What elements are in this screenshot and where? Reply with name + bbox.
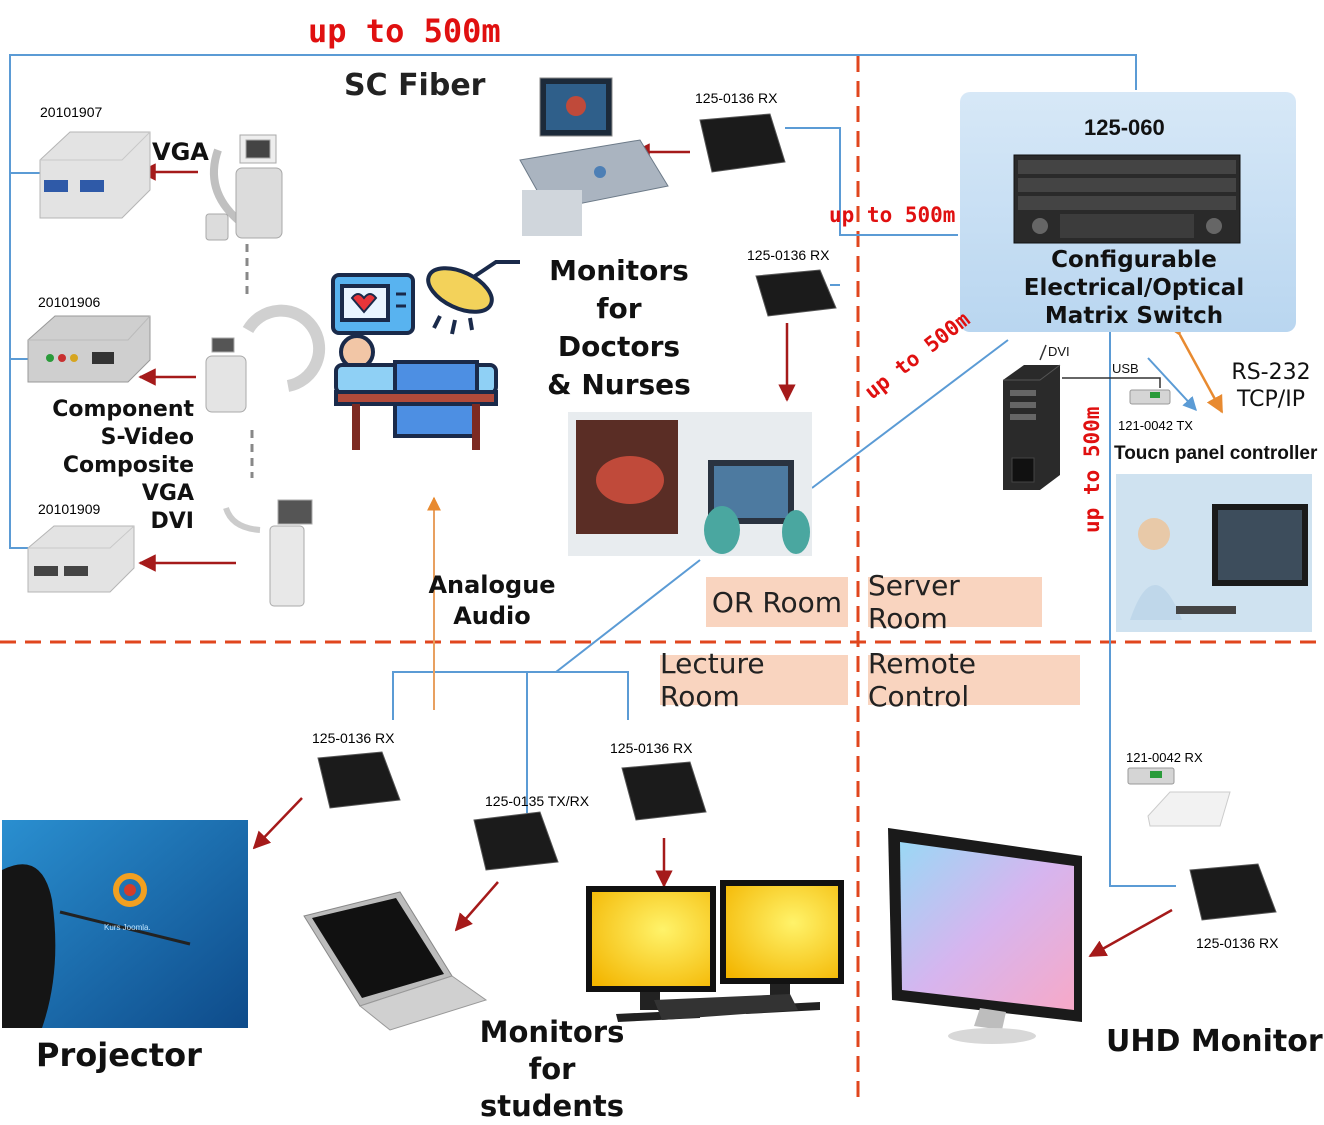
- c-arm-icon: [205, 134, 283, 241]
- usb-extender-rx: [1127, 767, 1175, 785]
- switch-name-label: Configurable Electrical/Optical Matrix S…: [1023, 247, 1245, 329]
- or-monitors-label: Monitors for Doctors & Nurses: [547, 254, 691, 401]
- matrix-switch-chassis: [1013, 154, 1241, 244]
- dual-monitor-icon: [586, 880, 844, 1022]
- dvi-tick: [1039, 344, 1047, 361]
- converter-box-vga: [39, 131, 151, 219]
- patient-monitor-icon: [331, 273, 415, 335]
- switch-model-label: 125-060: [1084, 115, 1165, 140]
- converter-box-dvi: [27, 525, 135, 593]
- source-model-2: 20101906: [38, 294, 101, 310]
- c-arm-icon: [205, 304, 326, 413]
- distance-vertical-label: up to 500m: [1080, 406, 1104, 533]
- source-signal-1: VGA: [152, 138, 209, 166]
- usb-rx-label: 121-0042 RX: [1126, 750, 1203, 765]
- touch-panel-icon: [1116, 474, 1312, 632]
- remote-rx-label: 125-0136 RX: [1196, 935, 1279, 951]
- room-tag-server: Server Room: [868, 569, 1042, 635]
- projector-label: Projector: [36, 1036, 202, 1074]
- lecture-rx-label-right: 125-0136 RX: [610, 740, 693, 756]
- surgical-lamp-icon: [426, 260, 520, 335]
- keyboard-icon: [1147, 791, 1231, 827]
- distance-top-label: up to 500m: [308, 12, 501, 50]
- ultrasound-icon: [519, 77, 669, 236]
- usb-extender-tx: [1129, 389, 1171, 405]
- source-model-3: 20101909: [38, 501, 101, 517]
- usb-to-touch: [1147, 357, 1197, 412]
- lecture-rx-label-left: 125-0136 RX: [312, 730, 395, 746]
- room-tag-remote: Remote Control: [868, 647, 1080, 713]
- av-distribution-diagram: Kurs Joomla.: [0, 54, 1324, 1098]
- usb-tx-label: 121-0042 TX: [1118, 418, 1193, 433]
- distance-mid-label: up to 500m: [829, 203, 956, 227]
- fiber-extender-icon: [317, 113, 1277, 921]
- signal-arrows: [138, 143, 1173, 958]
- source-signal-2: Component S-Video Composite VGA DVI: [52, 397, 194, 534]
- dvi-label: DVI: [1048, 344, 1070, 359]
- source-model-1: 20101907: [40, 104, 103, 120]
- uhd-label: UHD Monitors: [1106, 1024, 1324, 1059]
- or-rx-label-2: 125-0136 RX: [747, 247, 830, 263]
- cable-type-label: SC Fiber: [344, 68, 486, 103]
- usb-label: USB: [1112, 361, 1139, 376]
- laptop-icon: [303, 891, 488, 1031]
- patient-bed-icon: [334, 334, 498, 450]
- or-rx-label-1: 125-0136 RX: [695, 90, 778, 106]
- projector-screen-icon: Kurs Joomla.: [2, 820, 248, 1028]
- converter-box-component: [27, 315, 151, 383]
- room-tag-or: OR Room: [706, 577, 848, 627]
- svg-text:Kurs Joomla.: Kurs Joomla.: [104, 923, 151, 932]
- c-arm-icon: [223, 499, 313, 607]
- fiber-lines: [9, 54, 1176, 887]
- uhd-monitor-icon: [888, 828, 1082, 1044]
- server-tower-icon: [1003, 364, 1061, 490]
- students-label: Monitors for students: [479, 1015, 625, 1123]
- or-monitor-photo: [568, 412, 812, 556]
- touch-panel-label: Toucn panel controller: [1114, 443, 1318, 464]
- dvi-link: [1062, 377, 1161, 388]
- rs232-link: [1164, 316, 1224, 414]
- audio-label: Analogue Audio: [428, 571, 556, 630]
- protocols-label: RS-232 TCP/IP: [1231, 360, 1311, 412]
- lecture-txrx-label: 125-0135 TX/RX: [485, 793, 590, 809]
- room-tag-lecture: Lecture Room: [660, 647, 848, 713]
